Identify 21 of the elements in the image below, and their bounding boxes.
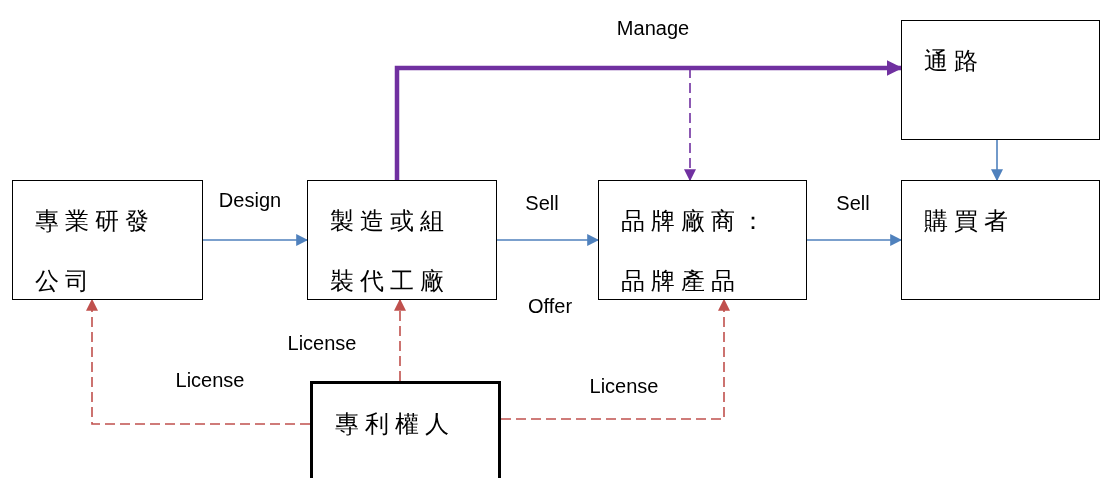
process-box (901, 20, 1100, 140)
arrow (394, 60, 903, 180)
arrow (202, 234, 309, 246)
box-text: 通路 (924, 47, 984, 76)
arrow (684, 67, 696, 182)
box-text: 品牌廠商：品牌產品 (621, 207, 772, 296)
process-box (310, 381, 501, 478)
process-box (307, 180, 497, 300)
box-text: 專利權人 (335, 410, 455, 439)
arrow (991, 139, 1003, 182)
arrow (394, 298, 406, 382)
arrow (806, 234, 903, 246)
box-text: 專業研發公司 (35, 207, 156, 296)
process-box (12, 180, 203, 300)
process-box (598, 180, 807, 300)
arrow (86, 298, 311, 425)
process-box (901, 180, 1100, 300)
box-text: 購買者 (924, 207, 1014, 236)
arrow (496, 234, 600, 246)
box-text: 製造或組裝代工廠 (330, 207, 451, 296)
arrow (500, 298, 730, 420)
